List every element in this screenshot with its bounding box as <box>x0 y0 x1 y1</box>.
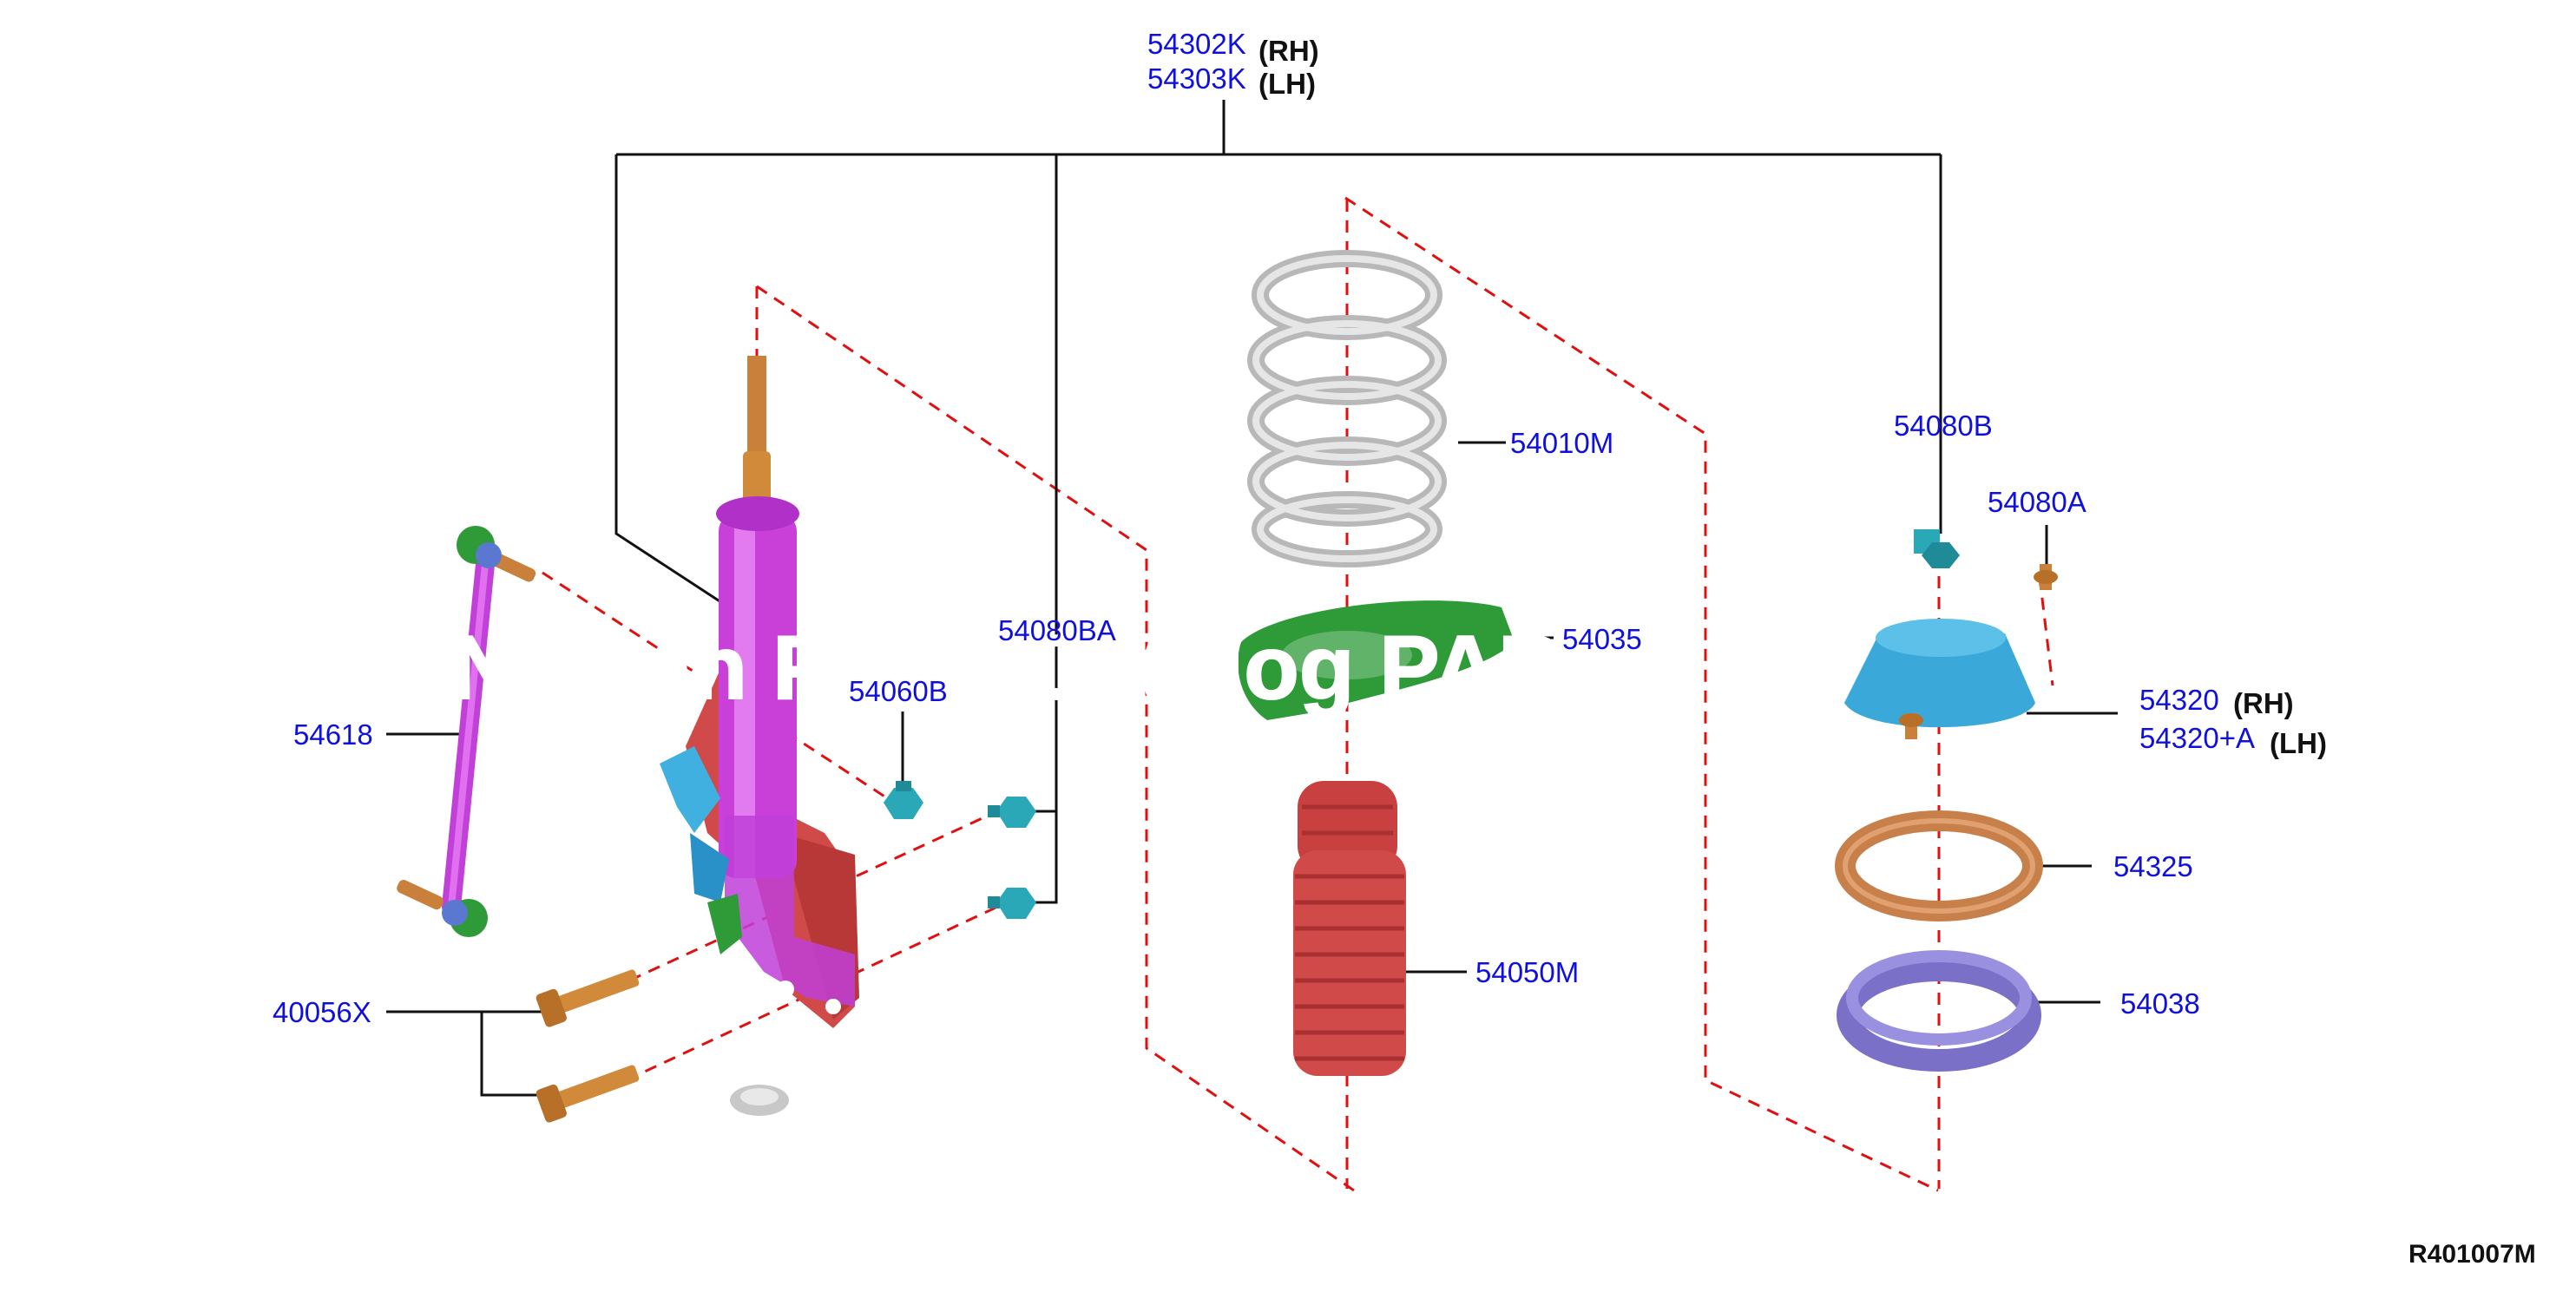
label-54038[interactable]: 54038 <box>2120 987 2200 1020</box>
label-54080b[interactable]: 54080B <box>1894 410 1993 442</box>
label-rh-mount: (RH) <box>2233 687 2294 719</box>
reference-code: R401007M <box>2408 1240 2536 1269</box>
bearing-seat-illustration <box>1835 810 2043 921</box>
nuts-illustration <box>884 781 1036 919</box>
label-54035[interactable]: 54035 <box>1562 623 1642 655</box>
label-54302k[interactable]: 54302K <box>1147 28 1246 60</box>
label-54320[interactable]: 54320 <box>2139 684 2219 716</box>
strut-assembly-illustration <box>660 356 859 1116</box>
label-54060b[interactable]: 54060B <box>849 675 948 707</box>
label-54080a[interactable]: 54080A <box>1988 486 2086 518</box>
spring-seat-illustration <box>1238 600 1515 720</box>
stabilizer-link-illustration <box>397 526 536 937</box>
label-54050m[interactable]: 54050M <box>1475 956 1579 988</box>
label-54618[interactable]: 54618 <box>293 718 373 751</box>
coil-spring-highlight <box>1252 255 1442 562</box>
label-lh-strut: (LH) <box>1258 68 1316 100</box>
label-rh-strut: (RH) <box>1258 35 1319 67</box>
strut-mount-illustration <box>1844 529 2058 739</box>
bearing-illustration <box>1837 950 2041 1072</box>
label-54320a[interactable]: 54320+A <box>2139 722 2255 754</box>
label-54325[interactable]: 54325 <box>2113 850 2193 882</box>
leader-lines <box>386 100 2118 1097</box>
label-54010m[interactable]: 54010M <box>1510 427 1613 459</box>
label-40056x[interactable]: 40056X <box>273 996 371 1028</box>
label-lh-mount: (LH) <box>2270 727 2327 759</box>
label-54080ba[interactable]: 54080BA <box>998 614 1116 646</box>
strut-bolts-illustration <box>536 969 640 1123</box>
label-54303k[interactable]: 54303K <box>1147 62 1246 95</box>
watermark: Nissan Parts Catalog PARTS <box>451 618 1679 718</box>
bound-bumper-illustration <box>1293 781 1406 1076</box>
